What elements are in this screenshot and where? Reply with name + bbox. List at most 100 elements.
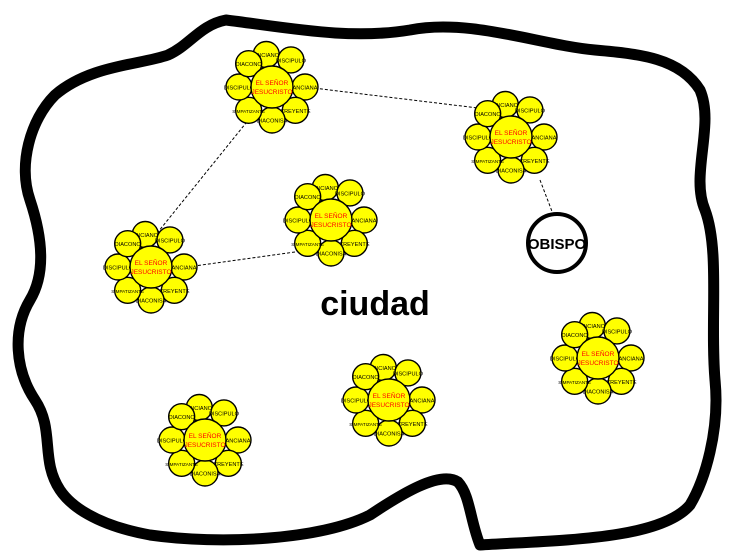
member-label: CREYENTE	[280, 109, 311, 115]
member-node: DIACONO	[113, 229, 142, 258]
cluster-group: ANCIANODISCIPULOANCIANACREYENTEDIACONISA…	[224, 40, 319, 134]
member-node: CREYENTE	[397, 409, 428, 438]
member-label: DISCIPULO	[602, 329, 633, 335]
member-label: ANCIANO	[371, 366, 397, 372]
member-node: SIMPATIZANTE	[349, 409, 382, 438]
member-label: ANCIANA	[619, 357, 644, 363]
member-node: DIACONO	[351, 362, 380, 391]
member-label: DISCIPULO	[209, 411, 240, 417]
member-label: ANCIANA	[410, 399, 435, 405]
center-label: EL SEÑOR	[135, 258, 168, 267]
cluster-group: ANCIANODISCIPULOANCIANACREYENTEDIACONISA…	[157, 393, 252, 487]
member-node: DISCIPULO	[283, 206, 314, 234]
member-node: SIMPATIZANTE	[111, 276, 144, 305]
link-line	[179, 251, 296, 269]
member-node: DIACONO	[234, 49, 263, 78]
link-line	[304, 86, 479, 109]
member-node: CREYENTE	[213, 449, 244, 478]
center-label: JESUCRISTO	[251, 89, 292, 96]
member-label: CREYENTE	[606, 380, 637, 386]
center-label: JESUCRISTO	[577, 360, 618, 367]
cluster-group: ANCIANODISCIPULOANCIANACREYENTEDIACONISA…	[463, 90, 558, 184]
member-node: DISCIPULO	[276, 46, 307, 74]
member-label: DIACONISA	[257, 119, 288, 125]
member-label: SIMPATIZANTE	[165, 462, 198, 467]
member-label: DIACONO	[353, 375, 380, 381]
member-node: CREYENTE	[606, 367, 637, 396]
member-node: DISCIPULO	[602, 317, 633, 345]
member-label: DIACONISA	[190, 472, 221, 478]
member-label: DISCIPULO	[103, 266, 134, 272]
member-node: ANCIANA	[408, 386, 436, 414]
member-node: DISCIPULO	[515, 96, 546, 124]
member-node: ANCIANA	[617, 344, 645, 372]
member-label: DISCIPULO	[341, 399, 372, 405]
member-label: ANCIANO	[187, 406, 213, 412]
member-node: SIMPATIZANTE	[165, 449, 198, 478]
member-label: DIACONO	[562, 333, 589, 339]
cluster-group: ANCIANODISCIPULOANCIANACREYENTEDIACONISA…	[341, 353, 436, 447]
dashed-links	[157, 86, 554, 269]
member-label: SIMPATIZANTE	[558, 380, 591, 385]
center-label: EL SEÑOR	[315, 211, 348, 220]
member-label: DISCIPULO	[157, 439, 188, 445]
member-label: CREYENTE	[339, 242, 370, 248]
member-label: ANCIANO	[580, 324, 606, 330]
member-node: DISCIPULO	[341, 386, 372, 414]
bishop-label: OBISPO	[528, 236, 587, 253]
member-label: CREYENTE	[397, 422, 428, 428]
center-label: JESUCRISTO	[130, 269, 171, 276]
cluster-group: ANCIANODISCIPULOANCIANACREYENTEDIACONISA…	[103, 220, 198, 314]
member-label: SIMPATIZANTE	[111, 289, 144, 294]
member-label: SIMPATIZANTE	[349, 422, 382, 427]
center-label: EL SEÑOR	[582, 349, 615, 358]
member-label: SIMPATIZANTE	[291, 242, 324, 247]
member-node: DISCIPULO	[155, 226, 186, 254]
member-node: CREYENTE	[519, 146, 550, 175]
member-node: DIACONO	[473, 99, 502, 128]
member-label: DISCIPULO	[335, 191, 366, 197]
center-label: JESUCRISTO	[184, 442, 225, 449]
member-node: CREYENTE	[339, 229, 370, 258]
member-label: ANCIANO	[254, 53, 280, 59]
member-node: CREYENTE	[280, 96, 311, 125]
member-label: DIACONISA	[316, 252, 347, 258]
bishop-node[interactable]: OBISPO	[526, 212, 588, 274]
city-label: ciudad	[320, 285, 430, 323]
member-label: ANCIANA	[352, 219, 377, 225]
member-node: DISCIPULO	[393, 359, 424, 387]
member-label: SIMPATIZANTE	[232, 109, 265, 114]
center-label: EL SEÑOR	[495, 128, 528, 137]
member-label: CREYENTE	[213, 462, 244, 468]
cluster-group: ANCIANODISCIPULOANCIANACREYENTEDIACONISA…	[283, 173, 378, 267]
member-label: SIMPATIZANTE	[471, 159, 504, 164]
member-label: DIACONISA	[374, 432, 405, 438]
member-label: DISCIPULO	[515, 108, 546, 114]
member-node: ANCIANA	[170, 253, 198, 281]
member-label: DIACONO	[475, 112, 502, 118]
member-node: SIMPATIZANTE	[471, 146, 504, 175]
member-node: CREYENTE	[159, 276, 190, 305]
clusters: ANCIANODISCIPULOANCIANACREYENTEDIACONISA…	[103, 40, 645, 487]
member-node: ANCIANA	[350, 206, 378, 234]
member-label: ANCIANA	[172, 266, 197, 272]
member-node: SIMPATIZANTE	[232, 96, 265, 125]
member-label: DIACONO	[115, 242, 142, 248]
member-label: ANCIANO	[133, 233, 159, 239]
member-node: DISCIPULO	[335, 179, 366, 207]
member-label: DISCIPULO	[550, 357, 581, 363]
member-node: DIACONO	[560, 320, 589, 349]
link-line	[539, 179, 554, 215]
member-label: DISCIPULO	[155, 238, 186, 244]
member-node: ANCIANA	[224, 426, 252, 454]
center-label: EL SEÑOR	[256, 78, 289, 87]
center-node: EL SEÑOR JESUCRISTO	[129, 245, 173, 289]
member-node: DISCIPULO	[157, 426, 188, 454]
member-label: DIACONO	[236, 62, 263, 68]
member-label: DIACONISA	[136, 299, 167, 305]
